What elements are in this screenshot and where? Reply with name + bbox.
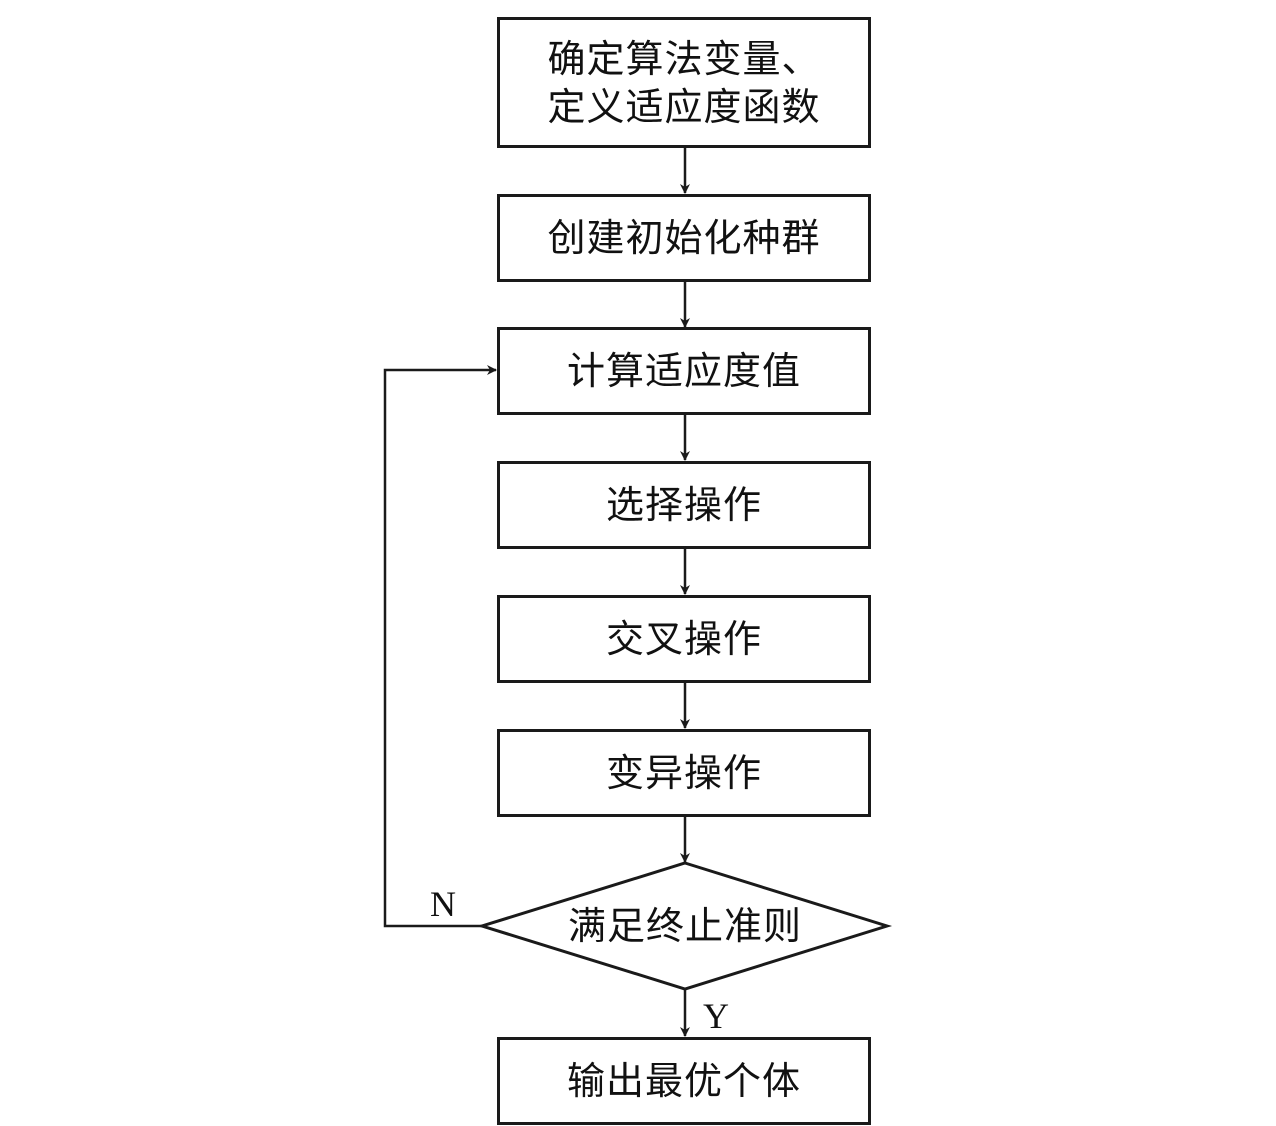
step-selection-box: 选择操作 [497, 461, 871, 549]
step-compute-fitness-box: 计算适应度值 [497, 327, 871, 415]
step-output-best-label: 输出最优个体 [566, 1059, 801, 1103]
decision-diamond [476, 861, 893, 991]
step-crossover-box: 交叉操作 [497, 595, 871, 683]
step-selection-label: 选择操作 [605, 483, 762, 527]
step-define-variables-line2: 定义适应度函数 [547, 84, 821, 129]
step-compute-fitness-label: 计算适应度值 [566, 349, 801, 393]
step-output-best-box: 输出最优个体 [497, 1037, 871, 1125]
step-crossover-label: 交叉操作 [605, 617, 762, 661]
step-init-population-box: 创建初始化种群 [497, 194, 871, 282]
step-define-variables-line1: 确定算法变量、 [547, 36, 821, 81]
step-define-variables-label: 确定算法变量、 定义适应度函数 [547, 35, 820, 131]
arrow-loop-back-no [383, 365, 497, 928]
step-define-variables-box: 确定算法变量、 定义适应度函数 [497, 17, 871, 148]
step-mutation-box: 变异操作 [497, 729, 871, 817]
step-init-population-label: 创建初始化种群 [547, 216, 821, 260]
step-mutation-label: 变异操作 [605, 751, 762, 795]
edge-label-yes: Y [703, 996, 729, 1036]
edge-label-no: N [430, 884, 456, 924]
decision-termination-label: 满足终止准则 [567, 904, 802, 948]
